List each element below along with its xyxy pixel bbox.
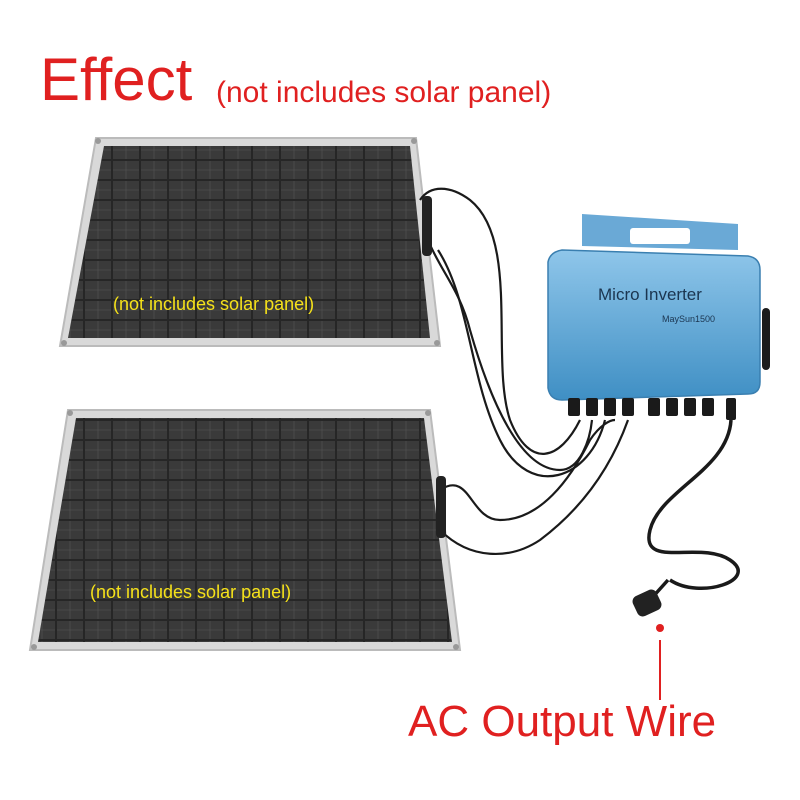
page-title: Effect bbox=[40, 46, 193, 113]
ac-output-wire bbox=[647, 419, 740, 602]
solar-panel-bottom bbox=[28, 409, 462, 651]
ac-output-label: AC Output Wire bbox=[408, 697, 717, 746]
plug-icon bbox=[632, 589, 662, 617]
page-subtitle: (not includes solar panel) bbox=[216, 76, 552, 109]
dc-cables bbox=[419, 187, 630, 556]
panel-note-top: (not includes solar panel) bbox=[113, 294, 314, 314]
cable-connectors bbox=[422, 196, 446, 538]
inverter-label: Micro Inverter bbox=[598, 285, 702, 304]
micro-inverter-device bbox=[547, 214, 770, 420]
inverter-model: MaySun1500 bbox=[662, 314, 715, 324]
panel-note-bottom: (not includes solar panel) bbox=[90, 582, 291, 602]
callout-pointer bbox=[656, 624, 664, 700]
solar-panel-top bbox=[58, 137, 442, 347]
